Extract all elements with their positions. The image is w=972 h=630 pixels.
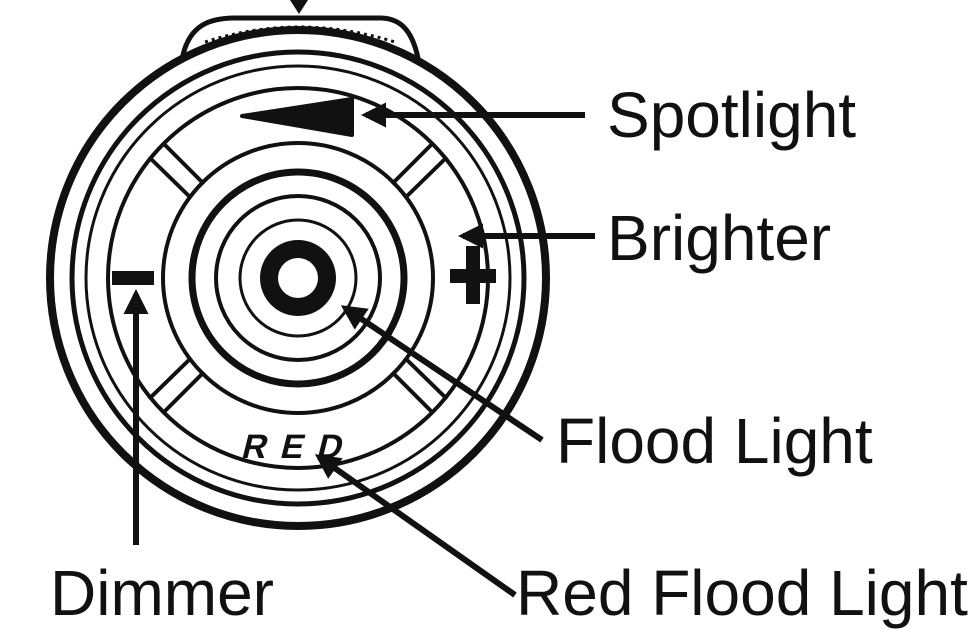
red-button-text[interactable]: RED <box>238 428 361 465</box>
brighter-label: Brighter <box>607 202 831 274</box>
minus-icon[interactable] <box>112 271 154 285</box>
flood-light-button[interactable] <box>192 172 404 384</box>
flood-light-label: Flood Light <box>556 405 873 477</box>
spotlight-label: Spotlight <box>607 79 856 151</box>
dimmer-label: Dimmer <box>50 557 274 629</box>
red-flood-light-label: Red Flood Light <box>516 557 968 629</box>
